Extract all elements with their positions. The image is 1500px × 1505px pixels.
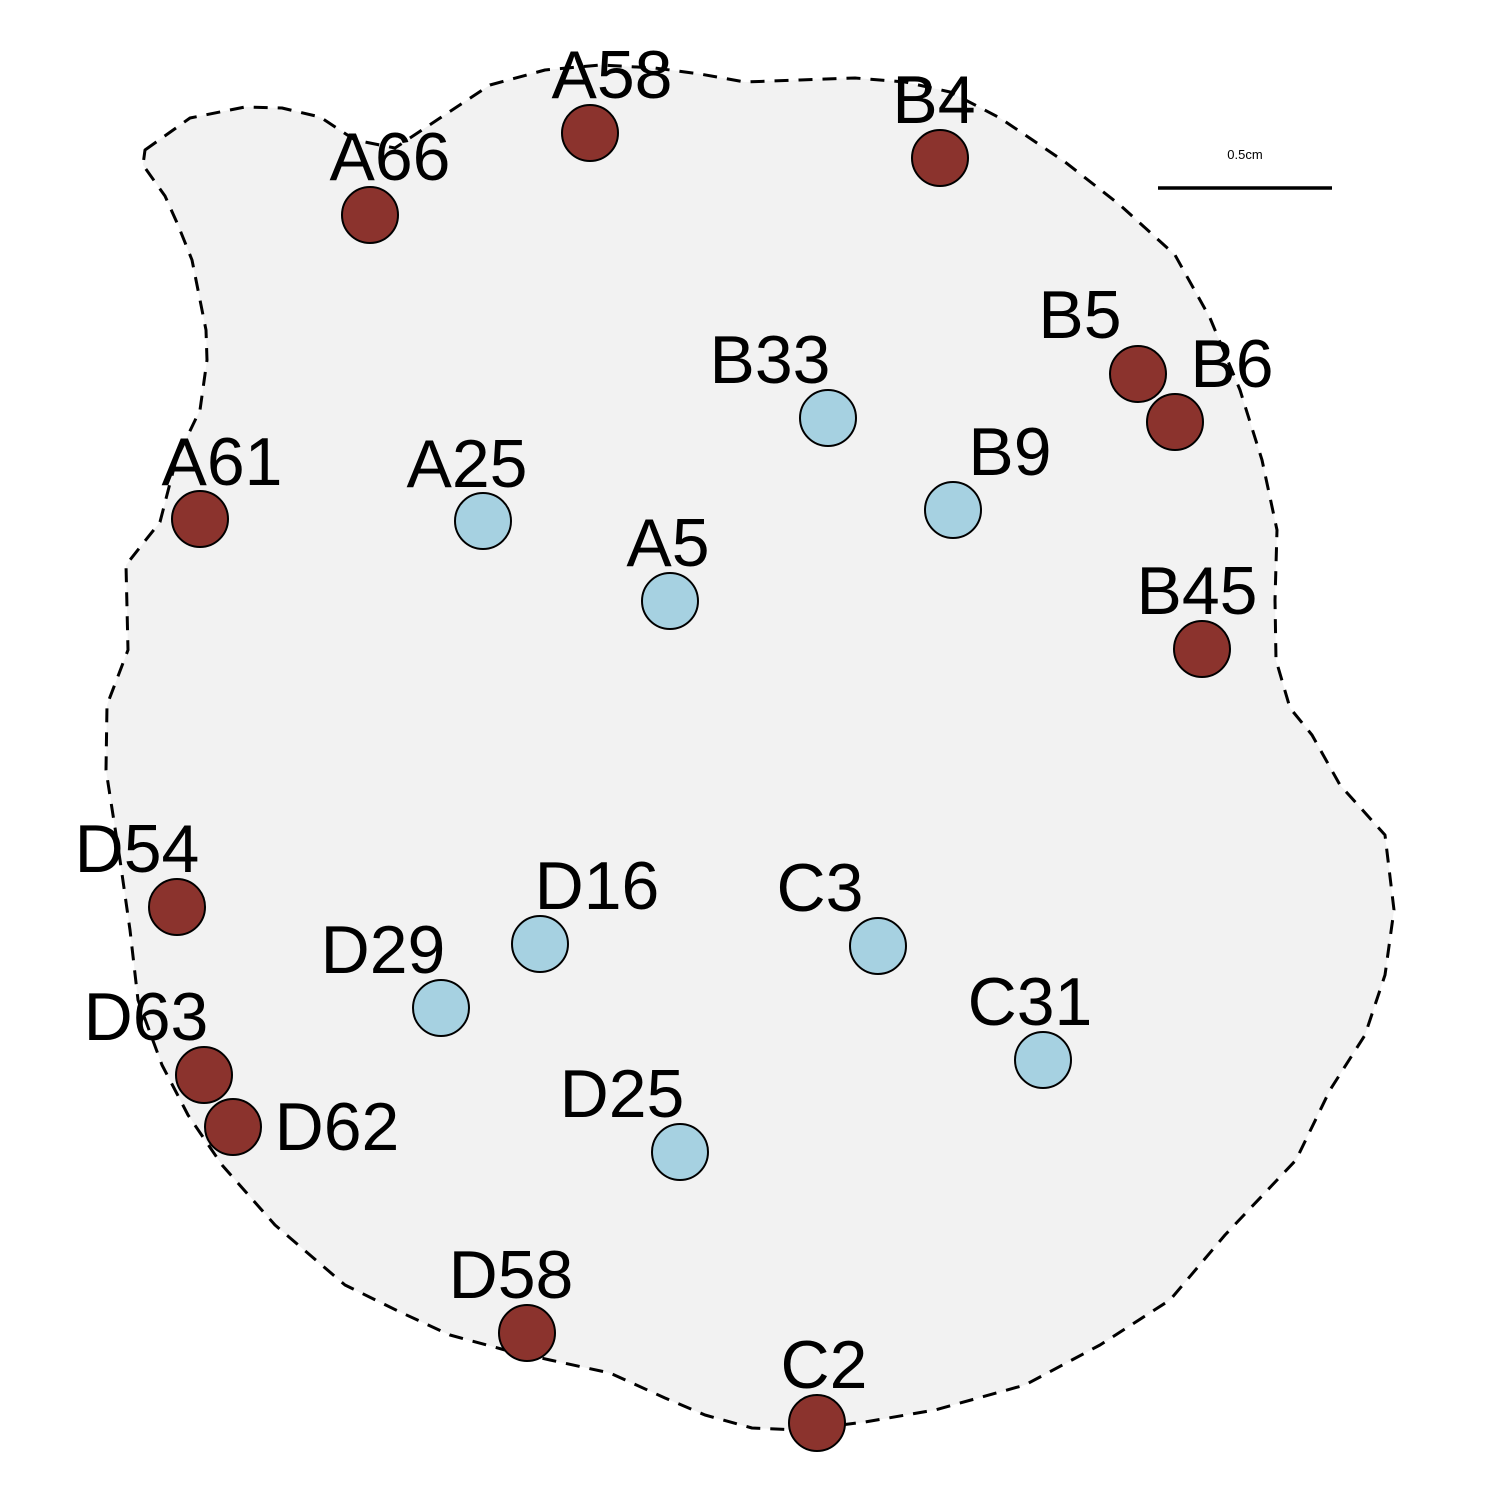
point-marker-d29: [412, 979, 470, 1037]
point-label-b5: B5: [1038, 277, 1121, 353]
point-marker-d54: [148, 878, 206, 936]
point-label-d63: D63: [84, 979, 209, 1055]
point-marker-d62: [204, 1098, 262, 1156]
point-label-a61: A61: [162, 424, 283, 500]
point-label-d29: D29: [321, 912, 446, 988]
point-marker-d16: [511, 915, 569, 973]
point-marker-a25: [454, 492, 512, 550]
point-label-b9: B9: [968, 414, 1051, 490]
point-marker-b45: [1173, 620, 1231, 678]
point-label-a5: A5: [626, 505, 709, 581]
point-label-a25: A25: [407, 426, 528, 502]
point-label-d16: D16: [535, 848, 660, 924]
point-marker-a66: [341, 186, 399, 244]
point-markers: [148, 104, 1231, 1452]
scale-bar: 0.5cm: [1158, 147, 1332, 190]
point-label-d54: D54: [75, 811, 200, 887]
region-outline: [104, 63, 1396, 1432]
point-marker-d25: [651, 1123, 709, 1181]
point-marker-a5: [641, 572, 699, 630]
point-label-d25: D25: [560, 1056, 685, 1132]
point-marker-d63: [175, 1046, 233, 1104]
point-marker-a58: [561, 104, 619, 162]
point-label-b33: B33: [710, 322, 831, 398]
point-marker-c3: [849, 917, 907, 975]
point-label-c31: C31: [968, 964, 1093, 1040]
point-label-b45: B45: [1137, 553, 1258, 629]
point-label-c2: C2: [781, 1327, 868, 1403]
point-marker-b9: [924, 481, 982, 539]
point-label-c3: C3: [777, 850, 864, 926]
point-label-d62: D62: [275, 1089, 400, 1165]
point-marker-b33: [799, 389, 857, 447]
point-label-d58: D58: [449, 1237, 574, 1313]
point-label-b4: B4: [892, 62, 975, 138]
point-marker-b5: [1109, 345, 1167, 403]
point-marker-b6: [1146, 393, 1204, 451]
point-marker-a61: [171, 490, 229, 548]
point-marker-c31: [1014, 1031, 1072, 1089]
point-marker-c2: [788, 1394, 846, 1452]
scale-bar-label: 0.5cm: [1227, 147, 1262, 162]
point-marker-d58: [498, 1304, 556, 1362]
point-label-a58: A58: [552, 37, 673, 113]
point-label-b6: B6: [1190, 326, 1273, 402]
point-label-a66: A66: [330, 119, 451, 195]
point-marker-b4: [911, 129, 969, 187]
